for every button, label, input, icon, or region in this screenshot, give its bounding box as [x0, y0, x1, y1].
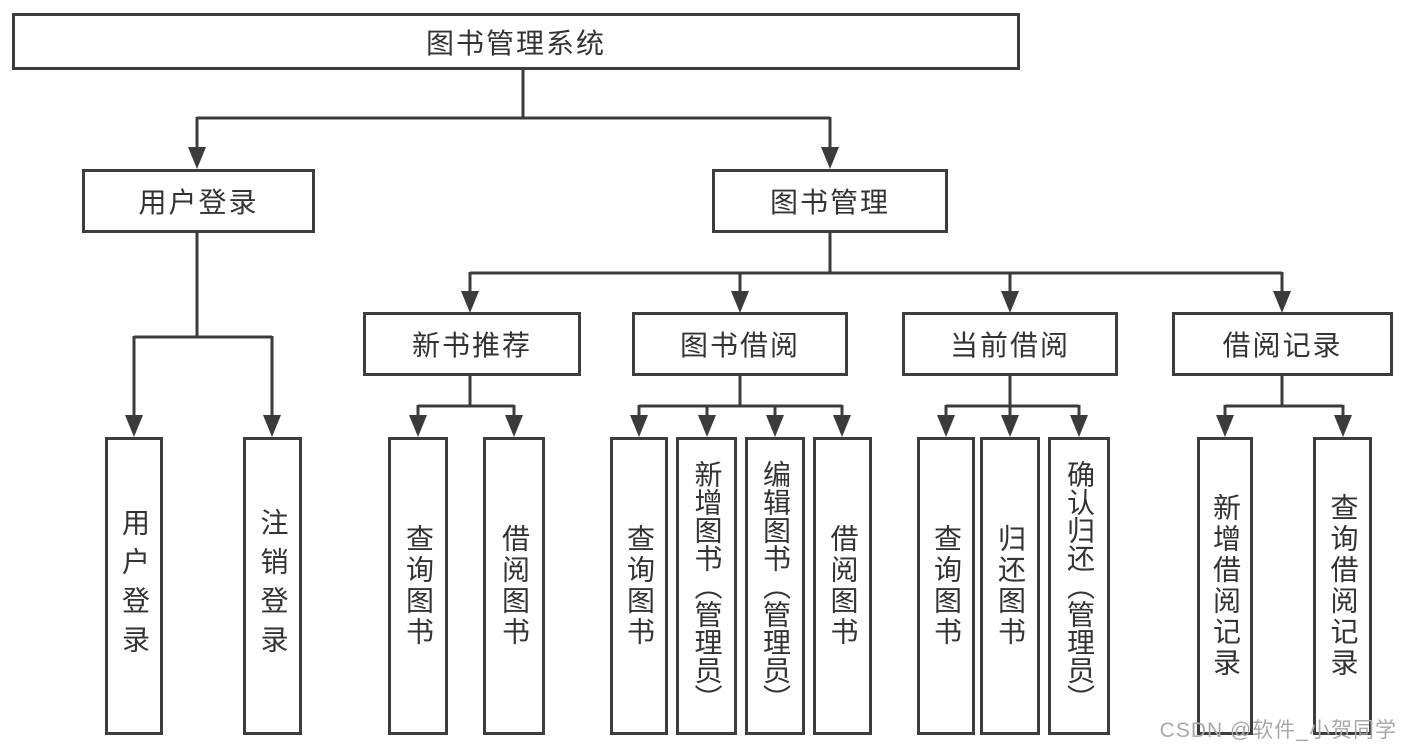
arrow-down-icon	[1273, 291, 1291, 313]
arrow-down-icon	[125, 415, 143, 437]
leaf-label: 查询图书	[624, 524, 655, 648]
connector-user-login-branch	[132, 232, 274, 418]
node-book-mgmt: 图书管理	[712, 169, 948, 233]
arrow-down-icon	[698, 415, 716, 437]
node-book-mgmt-label: 图书管理	[769, 187, 890, 218]
leaf-label: 归还图书	[995, 524, 1026, 648]
node-new-books-label: 新书推荐	[411, 330, 532, 361]
leaf-user-login: 用户登录	[105, 437, 163, 735]
arrowheads	[125, 147, 1352, 437]
arrow-down-icon	[409, 415, 427, 437]
leaf-query-books-2: 查询图书	[610, 437, 668, 735]
arrow-down-icon	[630, 415, 648, 437]
leaf-label: 确认归还（管理员）	[1064, 460, 1095, 712]
node-root-label: 图书管理系统	[425, 27, 606, 59]
leaf-query-books-1: 查询图书	[388, 437, 448, 735]
node-book-borrow: 图书借阅	[632, 312, 848, 376]
leaf-borrow-books-1: 借阅图书	[483, 437, 545, 735]
arrow-down-icon	[937, 415, 955, 437]
arrow-down-icon	[731, 291, 749, 313]
leaf-logout: 注销登录	[243, 437, 302, 735]
leaf-borrow-books-2: 借阅图书	[813, 437, 872, 735]
leaf-query-books-3: 查询图书	[917, 437, 975, 735]
leaf-label: 用户登录	[119, 508, 150, 664]
connector-borrow-records-branch	[1223, 375, 1345, 418]
arrow-down-icon	[833, 415, 851, 437]
watermark-text: CSDN @软件_小贺同学	[1159, 719, 1397, 742]
leaf-label: 借阅图书	[827, 524, 859, 648]
leaf-label: 借阅图书	[499, 524, 530, 648]
node-book-borrow-label: 图书借阅	[679, 330, 800, 361]
arrow-down-icon	[461, 291, 479, 313]
node-current-borrow: 当前借阅	[902, 312, 1118, 376]
node-new-books: 新书推荐	[363, 312, 581, 376]
arrow-down-icon	[821, 147, 839, 169]
leaf-query-borrow-record: 查询借阅记录	[1313, 437, 1372, 735]
leaf-label: 查询借阅记录	[1327, 493, 1359, 679]
arrow-down-icon	[766, 415, 784, 437]
node-borrow-records: 借阅记录	[1172, 312, 1393, 376]
leaf-label: 编辑图书（管理员）	[760, 460, 791, 712]
connector-new-books-branch	[416, 375, 516, 418]
leaf-label: 新增借阅记录	[1210, 493, 1241, 679]
arrow-down-icon	[1334, 415, 1352, 437]
arrow-down-icon	[1001, 415, 1019, 437]
arrow-down-icon	[188, 147, 206, 169]
connector-book-borrow-branch	[637, 375, 844, 418]
arrow-down-icon	[1216, 415, 1234, 437]
leaf-label: 注销登录	[257, 508, 289, 664]
node-current-borrow-label: 当前借阅	[949, 330, 1070, 361]
connector-current-borrow-branch	[944, 375, 1081, 418]
connector-root-branch	[195, 70, 832, 150]
node-user-login: 用户登录	[82, 169, 315, 233]
leaf-label: 查询图书	[403, 524, 434, 648]
leaf-return-books: 归还图书	[980, 437, 1040, 735]
connector-book-mgmt-branch	[468, 232, 1284, 294]
leaf-add-borrow-record: 新增借阅记录	[1197, 437, 1253, 735]
leaf-confirm-return-admin: 确认归还（管理员）	[1048, 437, 1110, 735]
node-root: 图书管理系统	[12, 13, 1020, 70]
node-borrow-records-label: 借阅记录	[1222, 330, 1343, 361]
leaf-edit-books-admin: 编辑图书（管理员）	[745, 437, 805, 735]
leaf-add-books-admin: 新增图书（管理员）	[676, 437, 737, 735]
arrow-down-icon	[263, 415, 281, 437]
leaf-label: 查询图书	[931, 524, 962, 648]
leaf-label: 新增图书（管理员）	[691, 460, 723, 712]
arrow-down-icon	[505, 415, 523, 437]
connector-lines	[132, 70, 1345, 418]
arrow-down-icon	[1001, 291, 1019, 313]
node-user-login-label: 用户登录	[138, 187, 259, 218]
arrow-down-icon	[1070, 415, 1088, 437]
